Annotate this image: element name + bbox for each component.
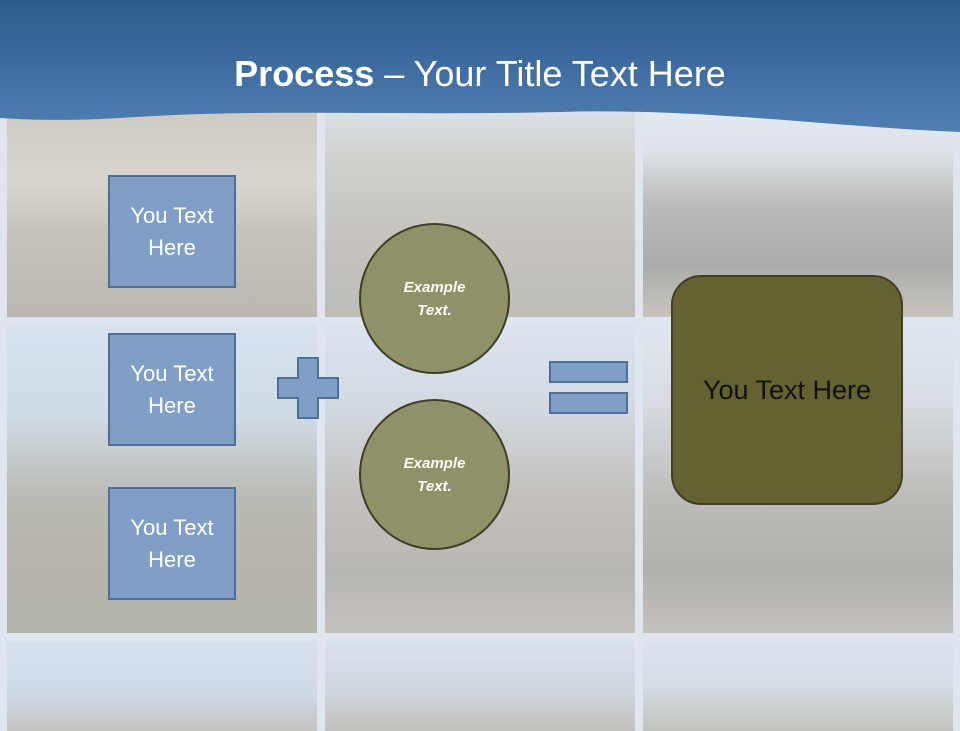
photo-tile	[7, 641, 317, 731]
photo-tile	[325, 641, 635, 731]
example-circle-1: Example Text.	[359, 223, 510, 374]
result-label: You Text Here	[702, 374, 872, 405]
plus-icon	[277, 357, 339, 419]
example-circle-2: Example Text.	[359, 399, 510, 550]
title-bold: Process	[234, 53, 375, 94]
text-box-label: You Text Here	[130, 360, 214, 418]
result-box: You Text Here	[671, 275, 903, 505]
circle-label: Example Text.	[403, 278, 466, 319]
photo-tile	[643, 641, 953, 731]
text-box-2: You Text Here	[108, 333, 236, 446]
equals-icon	[549, 361, 628, 414]
header-banner	[0, 0, 960, 132]
text-box-label: You Text Here	[130, 202, 214, 260]
text-box-3: You Text Here	[108, 487, 236, 600]
title-rest: – Your Title Text Here	[374, 53, 726, 94]
text-box-1: You Text Here	[108, 175, 236, 288]
circle-label: Example Text.	[403, 454, 466, 495]
text-box-label: You Text Here	[130, 514, 214, 572]
page-title: Process – Your Title Text Here	[0, 52, 960, 96]
